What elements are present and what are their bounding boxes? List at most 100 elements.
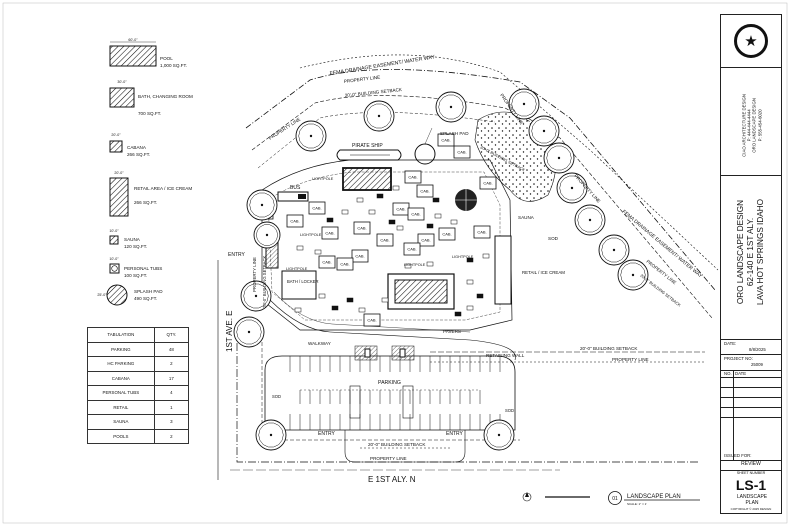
cabana: CAB. <box>453 145 471 159</box>
table-cell: PARKING <box>87 341 155 357</box>
table-cell: RETAIL <box>87 399 155 415</box>
cabana: CAB. <box>353 221 371 235</box>
legend-name: RETAIL AREA / ICE CREAM <box>134 186 192 191</box>
sod-label: SOD <box>505 408 514 413</box>
street-left-label: 1ST AVE. E <box>225 310 234 352</box>
cabana-label: CAB. <box>340 262 349 267</box>
property-line-top: PROPERTY LINE <box>344 75 381 84</box>
legend-name: PERSONAL TUBS <box>124 266 162 271</box>
date-label: DATE: <box>724 341 737 346</box>
lounge-chair <box>466 305 474 311</box>
lightpole-label: LIGHTPOLE <box>312 177 334 181</box>
legend-retail: 20'-0" RETAIL AREA / ICE CREAM 266 SQ.FT… <box>109 171 192 217</box>
lounge-chair <box>341 209 349 215</box>
legend-area: 700 SQ.FT. <box>138 111 161 116</box>
sod-label: SOD <box>272 394 281 399</box>
table-cell: 2 <box>153 428 190 444</box>
setback-bottom: 20'-0" BUILDING SETBACK <box>368 442 426 447</box>
pirate-ship-label: PIRATE SHIP <box>352 143 383 149</box>
pavers-label: PAVERS <box>443 329 461 334</box>
table-header-row: TABULATION QTY. <box>87 327 190 343</box>
bus <box>277 191 309 202</box>
sheet-number-label: SHEET NUMBER <box>736 471 766 475</box>
legend: 60'-0" POOL 1,000 SQ.FT. 30'-0" BATH, CH… <box>97 38 193 306</box>
rev-no-header: NO. <box>724 371 732 376</box>
retaining-wall-label: RETAINING WALL <box>486 353 525 358</box>
parking-label: PARKING <box>378 380 401 386</box>
legend-area: 266 SQ.FT. <box>127 152 150 157</box>
legend-area: 100 SQ.FT. <box>124 273 147 278</box>
legend-pool: 60'-0" POOL 1,000 SQ.FT. <box>109 38 187 68</box>
legend-dim: 10'-0" <box>109 257 119 261</box>
cabana: CAB. <box>437 133 455 147</box>
lounge-chair <box>388 219 396 225</box>
tree-icon <box>543 142 575 174</box>
tree-icon <box>363 100 395 132</box>
lounge-chair <box>454 311 462 317</box>
cabana: CAB. <box>416 184 434 198</box>
walkway-label: WALKWAY <box>308 341 331 346</box>
legend-name: SPLASH PAD <box>134 289 163 294</box>
table-cell: POOLS <box>87 428 155 444</box>
legend-sauna: 10'-0" SAUNA 120 SQ.FT. <box>109 229 147 249</box>
lounge-chair <box>426 223 434 229</box>
project-line: 62-140 E 1ST ALY. <box>746 217 755 287</box>
cabana-label: CAB. <box>325 231 334 236</box>
cabana: CAB. <box>392 202 410 216</box>
table-cell: 17 <box>153 370 190 386</box>
project-no-value: 25009 <box>751 362 763 367</box>
pirate-ship <box>336 149 402 161</box>
lounge-chair <box>296 245 304 251</box>
legend-splash: 25'-0" SPLASH PAD 490 SQ.FT. <box>97 284 163 306</box>
table-cell: 3 <box>153 414 190 430</box>
lounge-chair <box>331 305 339 311</box>
table-cell: SAUNA <box>87 414 155 430</box>
legend-name: POOL <box>160 56 173 61</box>
tree-icon <box>483 419 515 451</box>
cabana: CAB. <box>308 201 326 215</box>
cabana: CAB. <box>286 214 304 228</box>
property-line-west: PROPERTY LINE <box>252 257 257 292</box>
cabana-label: CAB. <box>290 219 299 224</box>
cabana: CAB. <box>407 207 425 221</box>
cabana-label: CAB. <box>380 238 389 243</box>
legend-area: 1,000 SQ.FT. <box>160 63 187 68</box>
table-cell: 2 <box>153 356 190 372</box>
cabana: CAB. <box>318 255 336 269</box>
cabana: CAB. <box>363 313 381 327</box>
table-cell: PERSONAL TUBS <box>87 385 155 401</box>
lounge-chair <box>466 257 474 263</box>
entry-label-se: ENTRY <box>446 431 464 437</box>
lounge-chair <box>404 263 412 269</box>
entry-label-sw: ENTRY <box>318 431 336 437</box>
cabana: CAB. <box>473 225 491 239</box>
cabana-label: CAB. <box>312 206 321 211</box>
cabana-label: CAB. <box>441 138 450 143</box>
lounge-chair <box>358 307 366 313</box>
cabana-label: CAB. <box>367 318 376 323</box>
plan-title-block: 01 LANDSCAPE PLAN SCALE: 1" = 1' <box>522 491 700 506</box>
legend-area: 490 SQ.FT. <box>134 296 157 301</box>
fema-top-label: FEMA DRAINAGE EASEMENT/ WATER WAY <box>329 54 436 77</box>
tree-icon <box>556 172 588 204</box>
cabana: CAB. <box>376 233 394 247</box>
table-cell: HC PARKING <box>87 356 155 372</box>
legend-name: CABANA <box>127 145 147 150</box>
cabana: CAB. <box>479 176 497 190</box>
table-cell: CABANA <box>87 370 155 386</box>
sheet-title: LANDSCAPE PLAN <box>736 494 768 506</box>
cabana-label: CAB. <box>420 189 429 194</box>
sod-label: SOD <box>548 236 559 241</box>
lounge-chair <box>381 297 389 303</box>
tree-icon <box>574 204 606 236</box>
legend-dim: 30'-0" <box>117 80 127 84</box>
table-cell: 1 <box>153 399 190 415</box>
star-icon: ★ <box>744 32 758 50</box>
property-line-bottom: PROPERTY LINE <box>370 456 407 461</box>
